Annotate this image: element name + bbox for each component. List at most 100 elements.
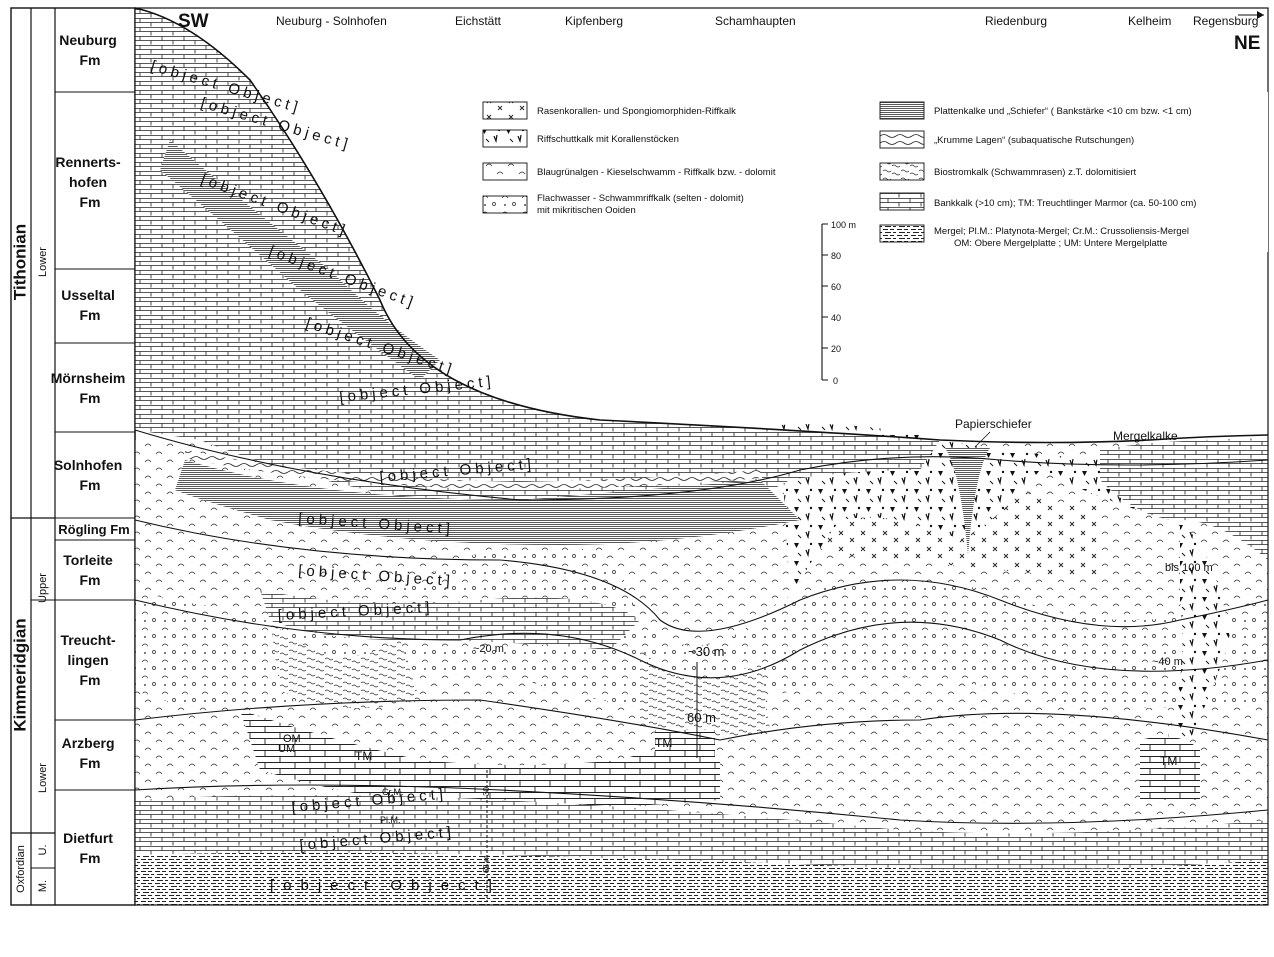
legend-label: Mergel; Pl.M.: Platynota-Mergel; Cr.M.: … <box>934 226 1189 237</box>
formation-label-line: Arzberg <box>62 735 115 751</box>
stage-label: Kimmeridgian <box>10 618 29 731</box>
formation-label: Usseltal Fm <box>61 287 119 323</box>
abbreviation-label: OM <box>283 733 301 745</box>
vertical-scale-bar: 100 m 80 60 40 20 0 <box>821 220 856 386</box>
thickness-label: 65 m <box>482 855 491 873</box>
scale-tick-label: 20 <box>831 344 841 354</box>
formation-label-line: Fm <box>80 850 101 866</box>
land-surface-line <box>134 7 1269 444</box>
lithology-biostrom <box>270 620 420 708</box>
abbreviation-label: TM <box>355 749 372 763</box>
formation-label-line: Rennerts- <box>55 154 121 170</box>
legend-swatch-algal-sponge-reef <box>482 162 528 181</box>
legend-label: OM: Obere Mergelplatte ; UM: Untere Merg… <box>954 238 1167 249</box>
locality-label: Kelheim <box>1128 14 1171 28</box>
formation-label-line: Dietfurt <box>63 830 113 846</box>
abbreviation-label: Pl.M. <box>380 815 401 825</box>
stage-label: Oxfordian <box>15 845 27 893</box>
formation-label-line: Fm <box>80 390 101 406</box>
scale-tick-label: 0 <box>833 376 838 386</box>
legend-label: mit mikritischen Ooiden <box>537 205 636 216</box>
abbreviation-labels: OM UM TM TM TM Cr.M. Pl.M. <box>278 733 1177 825</box>
formation-label-line: Fm <box>80 52 101 68</box>
formation-label-line: Fm <box>80 194 101 210</box>
thickness-label: bis 100 m <box>1165 562 1213 574</box>
locality-label: Kipfenberg <box>565 14 623 28</box>
scale-tick-label: 100 m <box>831 220 856 230</box>
unit-label: [object Object] <box>270 877 501 894</box>
lithology-platy-limestone <box>945 448 990 555</box>
cross-section <box>134 7 1269 906</box>
legend-swatch-marl <box>879 224 925 243</box>
legend: Rasenkorallen- und Spongiomorphiden-Riff… <box>463 92 1268 386</box>
formation-label: Treucht- lingen Fm <box>60 632 119 688</box>
formation-label-line: Solnhofen <box>54 457 122 473</box>
annotation-label: Papierschiefer <box>955 417 1032 431</box>
legend-swatch-coral-reef <box>482 101 528 120</box>
lithology-bedded-limestone <box>135 795 1268 871</box>
formation-label-line: Torleite <box>63 552 113 568</box>
scale-tick-label: 40 <box>831 313 841 323</box>
legend-label: Flachwasser - Schwammriffkalk (selten - … <box>537 193 744 204</box>
annotation-leader <box>974 431 991 448</box>
formation-label-line: Neuburg <box>59 32 117 48</box>
formation-label-line: Usseltal <box>61 287 115 303</box>
substage-label: Lower <box>37 763 49 793</box>
legend-swatch-slump-layers <box>879 130 925 149</box>
lithology-reef-rubble <box>1160 520 1230 760</box>
legend-label: Plattenkalke und „Schiefer“ ( Bankstärke… <box>934 106 1192 117</box>
legend-swatch-biostrom <box>879 162 925 181</box>
legend-label: Riffschuttkalk mit Korallenstöcken <box>537 134 679 145</box>
legend-swatch-platy-limestone <box>879 101 925 120</box>
stage-label: Tithonian <box>10 224 29 300</box>
locality-label: Eichstätt <box>455 14 502 28</box>
lithology-slump-layers <box>185 450 762 490</box>
formation-label: Solnhofen Fm <box>54 457 126 493</box>
arrow-head-icon <box>1257 11 1264 19</box>
thickness-label: ~40 m <box>1152 656 1183 668</box>
legend-label: Rasenkorallen- und Spongiomorphiden-Riff… <box>537 106 736 117</box>
locality-label: Neuburg - Solnhofen <box>276 14 387 28</box>
boundary-line <box>134 429 1269 501</box>
boundary-line <box>134 784 1269 824</box>
legend-label: Bankkalk (>10 cm); TM: Treuchtlinger Mar… <box>934 198 1196 209</box>
substage-label: M. <box>37 880 49 892</box>
lithology-platy-limestone <box>160 140 440 380</box>
lithology-bedded-limestone <box>260 590 640 650</box>
thickness-label: ~20 m <box>473 643 504 655</box>
substage-label: U. <box>37 845 49 856</box>
substage-label: Upper <box>37 573 49 603</box>
abbreviation-label: UM <box>278 743 295 755</box>
formation-label: Dietfurt Fm <box>63 830 117 866</box>
legend-label: Biostromkalk (Schwammrasen) z.T. dolomit… <box>934 167 1137 178</box>
lithology-platy-limestone <box>175 460 800 545</box>
lithology-ooid-reef <box>135 542 1268 708</box>
formation-label-line: Fm <box>80 572 101 588</box>
lithology-treuchtlingen-marble <box>1140 736 1200 800</box>
formation-label: Arzberg Fm <box>62 735 119 771</box>
scale-tick-label: 80 <box>831 251 841 261</box>
abbreviation-label: TM <box>1160 754 1177 768</box>
legend-swatch-reef-rubble <box>482 129 528 148</box>
formation-label-line: lingen <box>67 652 108 668</box>
formation-label-line: Mörnsheim <box>51 370 126 386</box>
legend-label: „Krumme Lagen“ (subaquatische Rutschunge… <box>934 135 1134 146</box>
lithology-bedded-limestone <box>135 8 940 520</box>
legend-swatch-bedded-limestone <box>879 192 925 211</box>
thickness-label: 60 m <box>687 710 716 725</box>
thickness-label: ~30 m <box>688 644 725 659</box>
boundary-line <box>134 599 1269 679</box>
abbreviation-label: Cr.M. <box>382 787 404 797</box>
lithology-treuchtlingen-marble <box>655 730 715 790</box>
formation-label: Mörnsheim Fm <box>51 370 130 406</box>
formation-label: Neuburg Fm <box>59 32 120 68</box>
formation-label-line: Fm <box>80 672 101 688</box>
formation-label-line: Fm <box>80 307 101 323</box>
legend-label: Blaugrünalgen - Kieselschwamm - Riffkalk… <box>537 167 776 178</box>
stratigraphic-column: Tithonian Kimmeridgian Oxfordian Lower U… <box>10 7 136 906</box>
legend-swatch-ooid-reef <box>482 195 528 214</box>
lithology-marl <box>135 852 1268 905</box>
formation-label-line: Fm <box>80 755 101 771</box>
locality-label: Schamhaupten <box>715 14 796 28</box>
